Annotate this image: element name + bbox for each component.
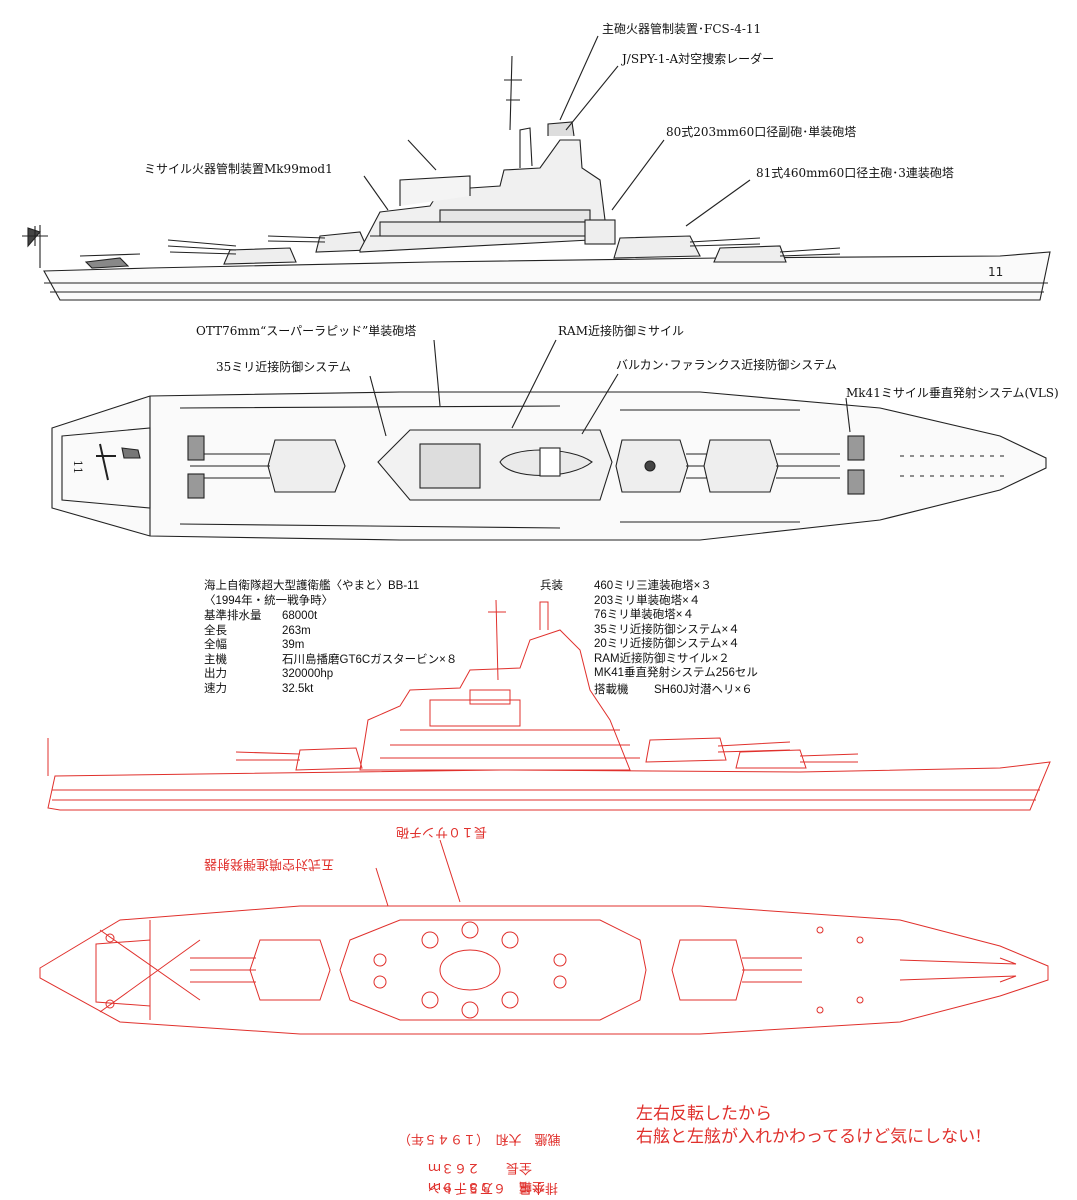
armament-item: 460ミリ三連装砲塔×３ [594,580,712,592]
armament-item: 76ミリ単装砲塔×４ [594,609,695,621]
historic-displacement: 排水量 ６万５千トン [428,1180,559,1195]
aircraft-value: SH60J対潜ヘリ×６ [654,684,753,696]
label-radar: J/SPY-1-A対空捜索レーダー [622,52,775,66]
aircraft-row: 搭載機 SH60J対潜ヘリ×６ [594,683,753,698]
historic-plan-view [39,839,1049,1035]
note-line-1: 左右反転したから [636,1104,772,1124]
armament-item: MK41垂直発射システム256セル [594,667,758,679]
label-ram: RAM近接防御ミサイル [558,324,684,338]
specs-title: 海上自衛隊超大型護衛艦〈やまと〉BB-11 [204,580,420,592]
aircraft-label: 搭載機 [594,684,629,696]
armament-label: 兵装 [540,580,563,592]
armament-item: 35ミリ近接防御システム×４ [594,623,740,636]
label-missile-fcs: ミサイル火器管制装置Mk99mod1 [144,162,333,176]
historic-side-profile [47,599,1051,811]
label-ott76: OTT76mm“スーパーラピッド”単装砲塔 [196,324,417,338]
armament-list: 460ミリ三連装砲塔×３ 203ミリ単装砲塔×４ 76ミリ単装砲塔×４ 35ミリ… [594,579,758,681]
armament-item: 20ミリ近接防御システム×４ [594,638,740,650]
modern-plan-view: 11 [51,339,1047,541]
spec-row: 主機石川島播磨GT6Cガスタービン×８ [204,653,458,666]
label-historic-rocket: 五式対空噴進弾発射器 [204,856,335,871]
historic-ship-title: 戦艦 大和 （１９４５年） [398,1131,561,1146]
armament-item: 203ミリ単装砲塔×４ [594,594,701,607]
label-ciws35: 35ミリ近接防御システム [216,360,351,374]
note-line-2: 右舷と左舷が入れかわってるけど気にしない! [636,1127,982,1147]
historic-length: 全長 ２６３ｍ [428,1160,533,1175]
hull-number-side: 11 [988,265,1003,279]
label-vulcan: バルカン･ファランクス近接防御システム [616,358,837,372]
label-vls: Mk41ミサイル垂直発射システム(VLS) [846,386,1059,400]
label-fcs: 主砲火器管制装置･FCS-4-11 [602,22,762,36]
label-historic-gun: 長１０サンチ砲 [396,824,488,839]
label-main-gun: 81式460mm60口径主砲･3連装砲塔 [756,166,954,180]
modern-side-profile: 11 [22,35,1051,301]
specs-subtitle: 〈1994年・統一戦争時〉 [204,595,334,607]
armament-item: RAM近接防御ミサイル×２ [594,652,730,665]
label-secondary-gun: 80式203mm60口径副砲･単装砲塔 [666,125,857,139]
hull-number-plan: 11 [71,460,84,474]
